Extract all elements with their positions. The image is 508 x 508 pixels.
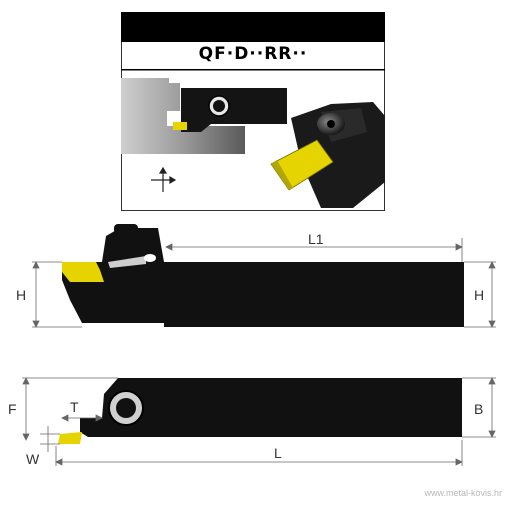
side-insert: [62, 262, 104, 282]
cutaway-holder-section: [121, 78, 245, 154]
top-holder-body: [80, 378, 462, 437]
top-insert: [58, 432, 82, 444]
dim-h-right-label: H: [474, 287, 484, 303]
dim-w-label: W: [26, 451, 40, 467]
top-view: [58, 378, 462, 444]
dim-b-label: B: [474, 401, 483, 417]
insert-tip-small: [173, 122, 187, 130]
holder-clamp: [181, 88, 287, 132]
title-underline: [121, 69, 385, 71]
side-holder-body: [62, 228, 464, 327]
screw-icon: [213, 100, 225, 112]
dim-h-left-label: H: [16, 287, 26, 303]
panel-header-bar: [121, 12, 385, 42]
dim-l-label: L: [274, 445, 282, 461]
insert-detail-panel: [121, 12, 385, 211]
dimension-lines: [22, 238, 496, 466]
watermark: www.metal-kovis.hr: [424, 488, 502, 498]
dim-l1-label: L1: [308, 231, 324, 247]
feed-direction-icon: [151, 166, 177, 192]
dim-f-label: F: [8, 401, 17, 417]
side-view: [62, 224, 464, 327]
dim-t-label: T: [70, 399, 79, 415]
product-code-title: QF·D··RR··: [198, 44, 308, 64]
